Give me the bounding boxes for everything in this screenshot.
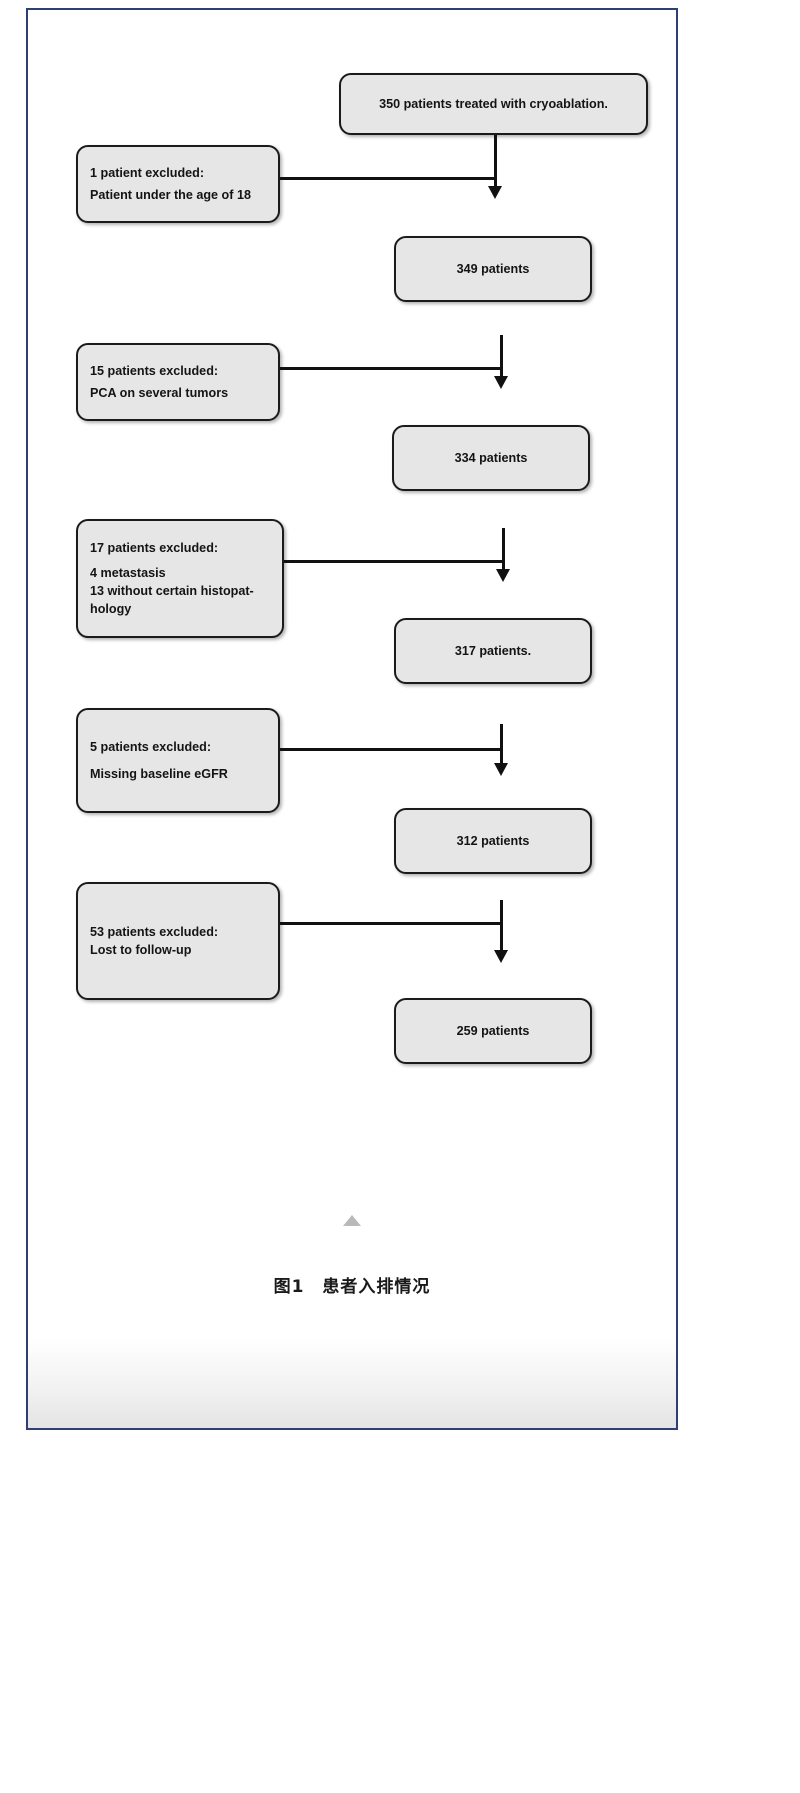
flow-node-result-1: 349 patients: [394, 236, 592, 302]
flowchart-canvas: 350 patients treated with cryoablation. …: [28, 10, 676, 1428]
flow-node-result-2-line-1: 334 patients: [454, 450, 528, 465]
arrowhead-to-result-3: [496, 569, 510, 582]
connector-start-to-result-1: [494, 135, 497, 191]
flow-node-result-3: 317 patients.: [394, 618, 592, 684]
arrowhead-to-result-4: [494, 763, 508, 776]
flow-node-exclusion-4-line-1: 5 patients excluded:: [90, 739, 212, 754]
flow-node-exclusion-5: 53 patients excluded: Lost to follow-up: [76, 882, 280, 1000]
flow-node-exclusion-2-line-1: 15 patients excluded:: [90, 363, 219, 378]
flow-node-start-line-1: 350 patients treated with cryoablation.: [379, 96, 608, 111]
flow-node-exclusion-3-line-2: 4 metastasis: [90, 566, 166, 581]
flow-node-result-5-line-1: 259 patients: [456, 1023, 530, 1038]
arrowhead-to-result-2: [494, 376, 508, 389]
flow-node-exclusion-3-line-4: hology: [90, 601, 132, 616]
flow-node-exclusion-4: 5 patients excluded: Missing baseline eG…: [76, 708, 280, 813]
flow-node-exclusion-3: 17 patients excluded: 4 metastasis 13 wi…: [76, 519, 284, 638]
triangle-up-icon: [343, 1215, 361, 1226]
arrowhead-to-result-1: [488, 186, 502, 199]
connector-exclusion-3-horizontal: [284, 560, 504, 563]
flow-node-exclusion-5-line-1: 53 patients excluded:: [90, 924, 219, 939]
flow-node-exclusion-3-line-3: 13 without certain histopat-: [90, 584, 254, 598]
connector-result-4-to-result-5: [500, 900, 503, 956]
flow-node-result-4-line-1: 312 patients: [456, 833, 530, 848]
flow-node-exclusion-1: 1 patient excluded: Patient under the ag…: [76, 145, 280, 223]
connector-exclusion-4-horizontal: [280, 748, 502, 751]
flow-node-exclusion-3-line-1: 17 patients excluded:: [90, 540, 219, 555]
figure-caption: 图1 患者入排情况: [273, 1277, 431, 1297]
connector-result-2-to-result-3: [502, 528, 505, 574]
connector-exclusion-1-horizontal: [280, 177, 496, 180]
flow-node-result-2: 334 patients: [392, 425, 590, 491]
connector-exclusion-2-horizontal: [280, 367, 502, 370]
flow-node-exclusion-2: 15 patients excluded: PCA on several tum…: [76, 343, 280, 421]
flow-node-exclusion-2-line-2: PCA on several tumors: [90, 385, 229, 400]
flow-node-exclusion-5-line-2: Lost to follow-up: [90, 942, 192, 957]
flow-node-exclusion-4-line-2: Missing baseline eGFR: [90, 766, 228, 781]
connector-result-1-to-result-2: [500, 335, 503, 382]
flow-node-result-3-line-1: 317 patients.: [454, 643, 532, 658]
arrowhead-to-result-5: [494, 950, 508, 963]
figure-page: 350 patients treated with cryoablation. …: [26, 8, 678, 1430]
connector-result-3-to-result-4: [500, 724, 503, 769]
flow-node-result-1-line-1: 349 patients: [456, 261, 530, 276]
connector-exclusion-5-horizontal: [280, 922, 502, 925]
flow-node-exclusion-1-line-1: 1 patient excluded:: [90, 165, 205, 180]
flow-node-exclusion-1-line-2: Patient under the age of 18: [90, 187, 251, 202]
flow-node-start: 350 patients treated with cryoablation.: [339, 73, 648, 135]
flow-node-result-4: 312 patients: [394, 808, 592, 874]
flow-node-result-5: 259 patients: [394, 998, 592, 1064]
